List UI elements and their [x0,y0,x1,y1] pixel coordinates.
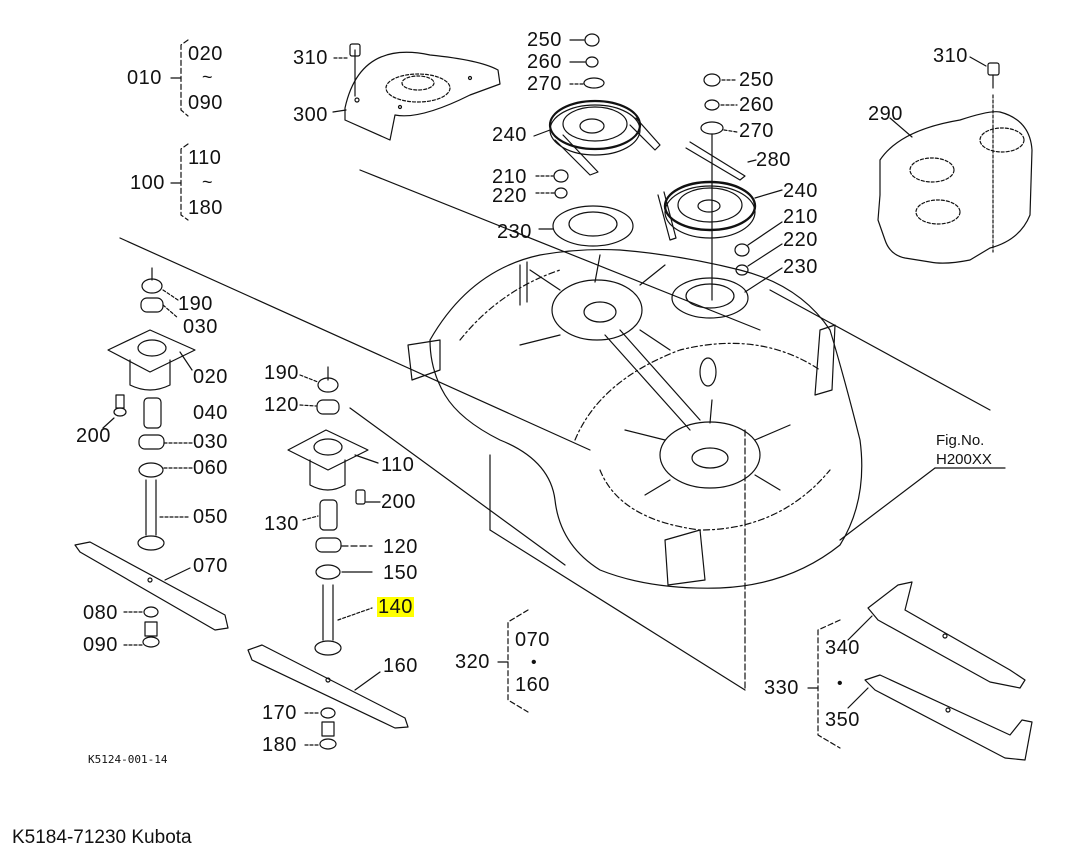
drawing-number: K5124-001-14 [88,753,168,766]
part-label-120[interactable]: 120 [264,394,299,416]
part-label-220[interactable]: 220 [783,229,818,251]
part-label-180[interactable]: 180 [262,734,297,756]
spindle-assembly-100 [248,367,408,749]
part-label-190[interactable]: 190 [264,362,299,384]
part-label-240[interactable]: 240 [492,124,527,146]
group-item-340: 340 [825,637,860,659]
part-label-220[interactable]: 220 [492,185,527,207]
spindle-assembly-010 [75,268,228,647]
part-label-240[interactable]: 240 [783,180,818,202]
group-range-from-020: 020 [188,43,223,65]
part-label-300[interactable]: 300 [293,104,328,126]
part-caption: K5184-71230 Kubota [12,827,192,848]
part-label-170[interactable]: 170 [262,702,297,724]
group-ref-010: 010 [127,67,162,89]
part-label-310[interactable]: 310 [293,47,328,69]
part-label-110[interactable]: 110 [381,454,415,476]
part-label-270[interactable]: 270 [739,120,774,142]
part-label-030[interactable]: 030 [183,316,218,338]
part-label-260[interactable]: 260 [527,51,562,73]
group-range-from-110: 110 [188,147,222,169]
part-label-130[interactable]: 130 [264,513,299,535]
range-tilde: ~ [202,172,213,192]
part-label-280[interactable]: 280 [756,149,791,171]
group-ref-330: 330 [764,677,799,699]
group-ref-100: 100 [130,172,165,194]
part-label-120[interactable]: 120 [383,536,418,558]
pulley-assembly-right [658,74,782,318]
group-ref-320: 320 [455,651,490,673]
group-separator-dot: • [837,675,843,692]
group-item-160: 160 [515,674,550,696]
part-label-150[interactable]: 150 [383,562,418,584]
group-item-070: 070 [515,629,550,651]
part-label-070[interactable]: 070 [193,555,228,577]
part-label-200[interactable]: 200 [76,425,111,447]
part-label-200[interactable]: 200 [381,491,416,513]
part-label-250[interactable]: 250 [739,69,774,91]
part-label-260[interactable]: 260 [739,94,774,116]
group-item-350: 350 [825,709,860,731]
part-label-230[interactable]: 230 [497,221,532,243]
group-range-to-180: 180 [188,197,223,219]
part-label-140-highlighted[interactable]: 140 [377,596,414,618]
blade-set-330 [848,582,1032,760]
part-label-080[interactable]: 080 [83,602,118,624]
part-label-190[interactable]: 190 [178,293,213,315]
part-label-040[interactable]: 040 [193,402,228,424]
pulley-assembly-left [534,34,660,246]
part-label-210[interactable]: 210 [783,206,818,228]
group-bracket-100 [171,144,188,220]
figure-number-value: H200XX [936,451,992,468]
figure-number-label: Fig.No. [936,432,985,449]
group-range-to-090: 090 [188,92,223,114]
group-bracket-330 [808,620,840,748]
part-label-290[interactable]: 290 [868,103,903,125]
part-label-210[interactable]: 210 [492,166,527,188]
part-label-020[interactable]: 020 [193,366,228,388]
part-label-030[interactable]: 030 [193,431,228,453]
part-label-160[interactable]: 160 [383,655,418,677]
mower-deck [408,250,862,589]
range-tilde: ~ [202,67,213,87]
part-label-090[interactable]: 090 [83,634,118,656]
part-label-230[interactable]: 230 [783,256,818,278]
part-label-270[interactable]: 270 [527,73,562,95]
belt-cover-300 [333,44,500,140]
group-bracket-320 [498,610,528,712]
part-label-050[interactable]: 050 [193,506,228,528]
guide-lines [120,170,1005,690]
part-label-060[interactable]: 060 [193,457,228,479]
part-label-310[interactable]: 310 [933,45,968,67]
group-separator-dot: • [531,654,537,671]
group-bracket-010 [171,40,188,116]
part-label-250[interactable]: 250 [527,29,562,51]
belt-cover-290 [878,57,1032,263]
